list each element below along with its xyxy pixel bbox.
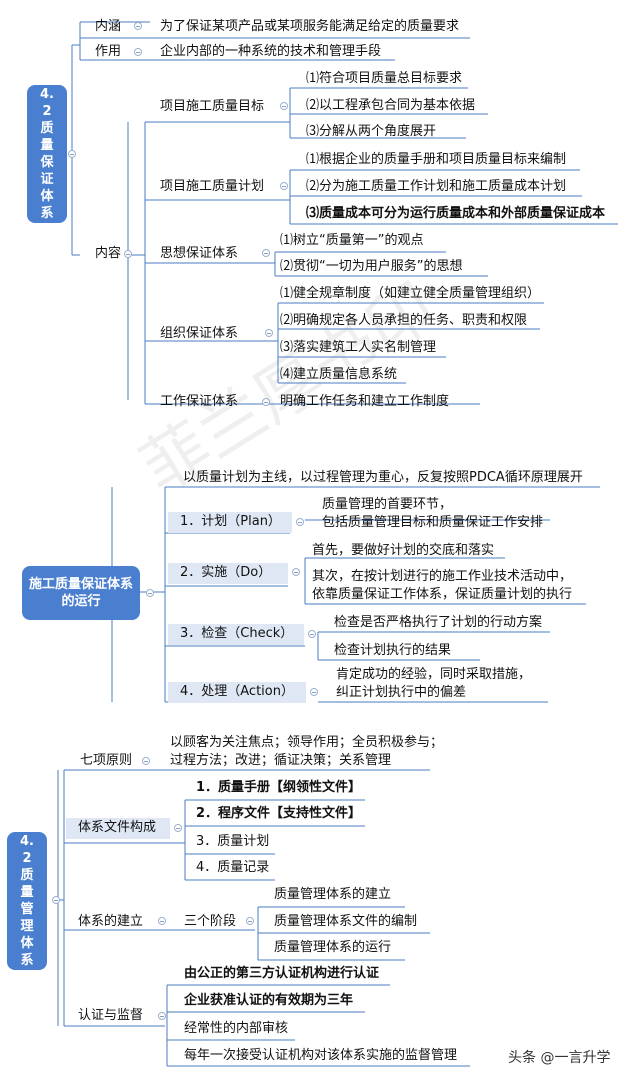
- root-text: 4.2质量保证体系: [40, 87, 54, 221]
- build-item: 质量管理体系的运行: [274, 940, 392, 955]
- pdca-plan-pill[interactable]: [168, 512, 292, 533]
- operation-intro: 以质量计划为主线，以过程管理为重心，反复按照PDCA循环原理展开: [183, 470, 583, 485]
- pdca-action-label: 4．处理（Action）: [180, 684, 294, 699]
- collapse-icon[interactable]: [246, 917, 254, 925]
- work-text: 明确工作任务和建立工作制度: [280, 394, 450, 409]
- collapse-icon[interactable]: [134, 48, 142, 56]
- pdca-action-line: 纠正计划执行中的偏差: [336, 685, 467, 700]
- docs-item: 1．质量手册【纲领性文件】: [196, 780, 362, 795]
- zuoyong-label: 作用: [95, 44, 122, 59]
- collapse-icon[interactable]: [262, 249, 270, 257]
- target-label: 项目施工质量目标: [160, 99, 265, 114]
- pdca-do-item: 首先，要做好计划的交底和落实: [312, 543, 495, 558]
- plan-item: ⑵分为施工质量工作计划和施工质量成本计划: [306, 179, 567, 194]
- principles-line: 以顾客为关注焦点；领导作用；全员积极参与；: [170, 735, 444, 750]
- target-item: ⑴符合项目质量总目标要求: [306, 71, 463, 86]
- collapse-icon[interactable]: [292, 568, 300, 576]
- collapse-icon[interactable]: [158, 917, 166, 925]
- build-item: 质量管理体系文件的编制: [274, 914, 418, 929]
- cert-item: 每年一次接受认证机构对该体系实施的监督管理: [184, 1048, 458, 1063]
- collapse-icon[interactable]: [308, 630, 316, 638]
- root-text: 施工质量保证体系的运行: [28, 577, 133, 609]
- pdca-do-line: 其次，在按计划进行的施工作业技术活动中，: [312, 569, 573, 584]
- collapse-icon[interactable]: [52, 896, 60, 904]
- collapse-icon[interactable]: [310, 688, 318, 696]
- thought-label: 思想保证体系: [160, 246, 239, 261]
- pdca-plan-line: 质量管理的首要环节，: [322, 497, 453, 512]
- collapse-icon[interactable]: [280, 182, 288, 190]
- operation-root[interactable]: 施工质量保证体系的运行: [22, 566, 140, 620]
- cert-item: 企业获准认证的有效期为三年: [184, 993, 354, 1008]
- docs-label: 体系文件构成: [78, 820, 157, 835]
- pdca-do-line: 依靠质量保证工作体系，保证质量计划的执行: [312, 587, 573, 602]
- principles-label: 七项原则: [80, 753, 133, 768]
- pdca-do-label: 2．实施（Do）: [180, 565, 272, 580]
- collapse-icon[interactable]: [296, 518, 304, 526]
- pdca-check-pill[interactable]: [168, 624, 304, 645]
- pdca-action-line: 肯定成功的经验，同时采取措施，: [336, 667, 532, 682]
- target-item: ⑵以工程承包合同为基本依据: [306, 98, 476, 113]
- org-item: ⑵明确规定各人员承担的任务、职责和权限: [280, 313, 528, 328]
- pdca-check-item: 检查是否严格执行了计划的行动方案: [334, 615, 543, 630]
- pdca-action-pill[interactable]: [168, 682, 306, 703]
- work-label: 工作保证体系: [160, 394, 239, 409]
- collapse-icon[interactable]: [124, 250, 132, 258]
- plan-item: ⑶质量成本可分为运行质量成本和外部质量保证成本: [306, 206, 606, 221]
- thought-item: ⑴树立“质量第一”的观点: [280, 233, 424, 248]
- collapse-icon[interactable]: [68, 150, 76, 158]
- footer-credit: 头条 @一言升学: [508, 1050, 611, 1066]
- docs-item: 4．质量记录: [196, 860, 270, 875]
- collapse-icon[interactable]: [146, 589, 154, 597]
- target-item: ⑶分解从两个角度展开: [306, 124, 437, 139]
- build-label: 体系的建立: [78, 914, 144, 929]
- collapse-icon[interactable]: [280, 102, 288, 110]
- collapse-icon[interactable]: [158, 1012, 166, 1020]
- pdca-plan-line: 包括质量管理目标和质量保证工作安排: [322, 515, 544, 530]
- org-item: ⑷建立质量信息系统: [280, 367, 398, 382]
- docs-pill[interactable]: [66, 818, 170, 839]
- collapse-icon[interactable]: [134, 22, 142, 30]
- pdca-do-pill[interactable]: [168, 563, 288, 584]
- zuoyong-text: 企业内部的一种系统的技术和管理手段: [160, 44, 382, 59]
- cert-item: 由公正的第三方认证机构进行认证: [184, 966, 380, 981]
- neihan-label: 内涵: [95, 19, 122, 34]
- build-stage: 三个阶段: [184, 914, 237, 929]
- plan-item: ⑴根据企业的质量手册和项目质量目标来编制: [306, 152, 567, 167]
- org-label: 组织保证体系: [160, 326, 239, 341]
- collapse-icon[interactable]: [142, 757, 150, 765]
- collapse-icon[interactable]: [262, 398, 270, 406]
- cert-label: 认证与监督: [78, 1008, 144, 1023]
- plan-label: 项目施工质量计划: [160, 179, 265, 194]
- collapse-icon[interactable]: [265, 329, 273, 337]
- root-text: 4.2质量管理体系: [20, 834, 34, 968]
- thought-item: ⑵贯彻“一切为用户服务”的思想: [280, 259, 463, 274]
- pdca-plan-label: 1．计划（Plan）: [180, 514, 281, 529]
- cert-item: 经常性的内部审核: [184, 1021, 289, 1036]
- neihan-text: 为了保证某项产品或某项服务能满足给定的质量要求: [160, 19, 460, 34]
- build-item: 质量管理体系的建立: [274, 887, 392, 902]
- quality-assurance-root[interactable]: 4.2质量保证体系: [27, 85, 67, 223]
- pdca-check-item: 检查计划执行的结果: [334, 643, 452, 658]
- docs-item: 3．质量计划: [196, 834, 270, 849]
- org-item: ⑶落实建筑工人实名制管理: [280, 340, 437, 355]
- org-item: ⑴健全规章制度（如建立健全质量管理组织）: [280, 286, 541, 301]
- docs-item: 2．程序文件【支持性文件】: [196, 806, 362, 821]
- management-root[interactable]: 4.2质量管理体系: [7, 832, 47, 970]
- collapse-icon[interactable]: [174, 824, 182, 832]
- pdca-check-label: 3．检查（Check）: [180, 626, 294, 641]
- neirong-label: 内容: [95, 246, 122, 261]
- principles-line: 过程方法；改进；循证决策；关系管理: [170, 753, 392, 768]
